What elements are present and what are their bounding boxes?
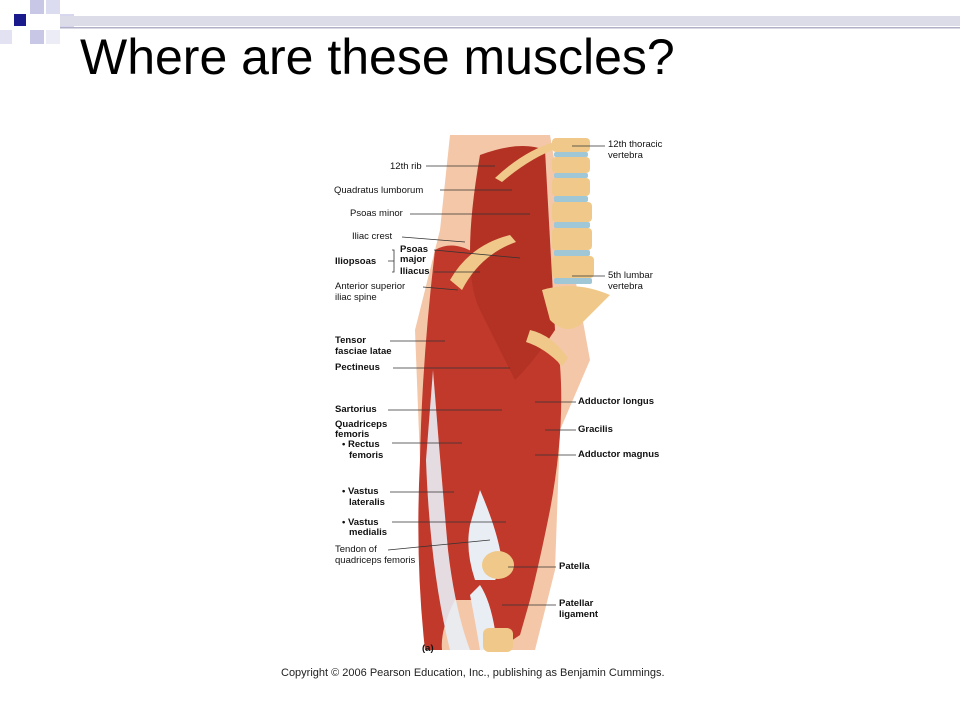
iliopsoas-muscle [470,146,555,380]
deco-square [30,0,44,14]
tibia-top [483,628,513,652]
deco-square [14,14,26,26]
iliopsoas-bracket [388,249,395,273]
slide-decoration [0,0,960,44]
panel-label: (a) [422,643,434,654]
iliac-crest-bone [450,235,516,290]
label-12th-rib: 12th rib [390,161,422,172]
deco-square [46,0,60,14]
label-tensor-2: fasciae latae [335,346,392,357]
deco-square [30,30,44,44]
label-vastus-lateralis-1: • Vastus [342,486,379,497]
lumbar-spine [542,138,610,329]
label-adductor-magnus: Adductor magnus [578,449,660,460]
label-iliac-crest: Iliac crest [352,231,393,242]
label-5th-lumbar-1: 5th lumbar [608,270,653,281]
copyright-notice: Copyright © 2006 Pearson Education, Inc.… [281,667,665,679]
patella-bone [482,551,514,579]
label-patellar-ligament-2: ligament [559,609,599,620]
slide-title: Where are these muscles? [80,29,675,85]
iliotibial-fascia [426,370,470,650]
label-iliopsoas: Iliopsoas [335,256,377,267]
anatomy-figure: 12th rib Quadratus lumborum Psoas minor … [330,130,690,660]
label-gracilis: Gracilis [578,424,613,435]
label-psoas-minor: Psoas minor [350,208,403,219]
label-tensor-1: Tensor [335,335,366,346]
label-quadriceps-2: femoris [335,429,370,440]
label-iliacus: Iliacus [400,266,430,277]
twelfth-rib [495,142,558,182]
label-tendon-2: quadriceps femoris [335,555,416,566]
label-vastus-lateralis-2: lateralis [349,497,385,508]
pubis-bone [526,330,568,366]
leader-lines [387,145,605,606]
label-patellar-ligament-1: Patellar [559,598,594,609]
label-tendon-1: Tendon of [335,544,377,555]
top-rule-line [60,27,960,29]
label-psoas-major-2: major [400,254,426,265]
top-rule [60,16,960,26]
label-vastus-medialis-1: • Vastus [342,517,379,528]
label-pectineus: Pectineus [335,362,380,373]
label-patella: Patella [559,561,590,572]
label-psoas-major-1: Psoas [400,244,428,255]
anatomy-illustration [387,135,610,652]
label-quadriceps-1: Quadriceps [335,419,388,430]
label-rectus-1: • Rectus [342,439,380,450]
deco-square [46,30,60,44]
label-12th-thoracic-1: 12th thoracic [608,139,663,150]
label-5th-lumbar-2: vertebra [608,281,643,292]
label-12th-thoracic-2: vertebra [608,150,643,161]
label-quadratus-lumborum: Quadratus lumborum [334,185,424,196]
label-asis-2: iliac spine [335,292,377,303]
label-asis-1: Anterior superior [335,281,406,292]
deco-square [0,30,12,44]
label-vastus-medialis-2: medialis [349,527,388,538]
label-sartorius: Sartorius [335,404,377,415]
label-adductor-longus: Adductor longus [578,396,654,407]
label-rectus-2: femoris [349,450,384,461]
